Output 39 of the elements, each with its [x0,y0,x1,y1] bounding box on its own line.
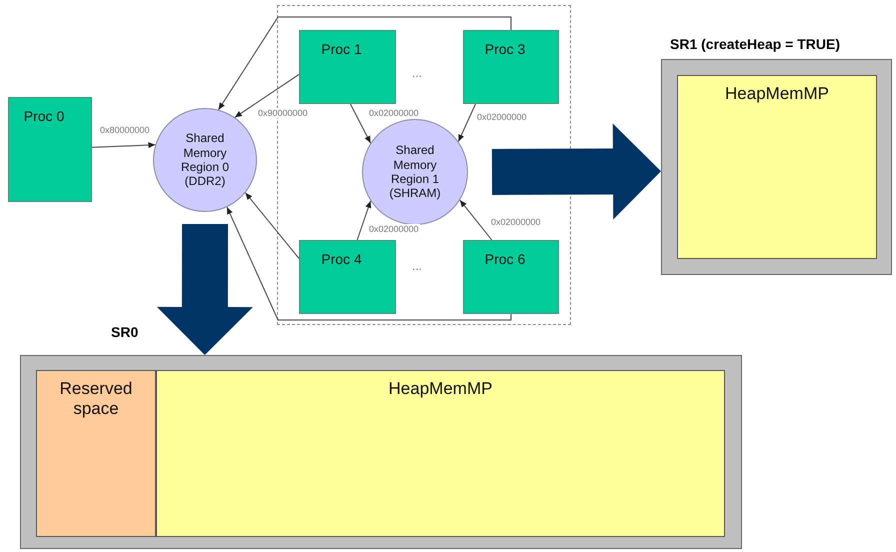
ellipsis: ... [412,259,422,273]
processor-box [463,240,559,314]
ellipsis: ... [412,66,422,80]
arrow [92,142,156,148]
edge-label: 0x02000000 [368,108,420,118]
heap-area [156,370,725,537]
box-label: Shared Memory Region 0 (DDR2) [180,131,230,189]
edge-label: 0x90000000 [257,108,309,118]
arrow [218,16,512,110]
edge-label: 0x02000000 [476,112,528,122]
edge-label: 0x02000000 [368,224,420,234]
arrow [244,192,300,259]
processor-box [299,30,396,104]
region-heading: SR0 [111,324,138,340]
reserved-area [36,370,156,537]
arrow [226,206,512,320]
box-label: Proc 6 [484,251,526,268]
arrow [459,200,492,240]
box-label: Proc 3 [484,41,526,58]
box-label: Proc 4 [320,251,363,268]
box-label: HeapMemMP [724,84,830,104]
arrow [350,104,372,144]
region-heading: SR1 (createHeap = TRUE) [670,36,840,52]
arrow [356,200,372,240]
processor-box [463,30,559,104]
edge-label: 0x80000000 [99,125,151,135]
heap-area [677,75,877,259]
box-label: HeapMemMP [388,379,494,400]
edge-label: 0x02000000 [490,217,542,227]
block-arrow [156,224,253,355]
processor-box [299,240,396,314]
box-label: Proc 1 [320,41,363,58]
block-arrow [492,124,661,220]
arrow [458,104,476,142]
processor-box [8,97,92,202]
arrow [234,74,300,118]
box-label: Reserved space [58,379,134,420]
box-label: Proc 0 [22,108,66,125]
box-label: Shared Memory Region 1 (SHRAM) [388,143,442,201]
